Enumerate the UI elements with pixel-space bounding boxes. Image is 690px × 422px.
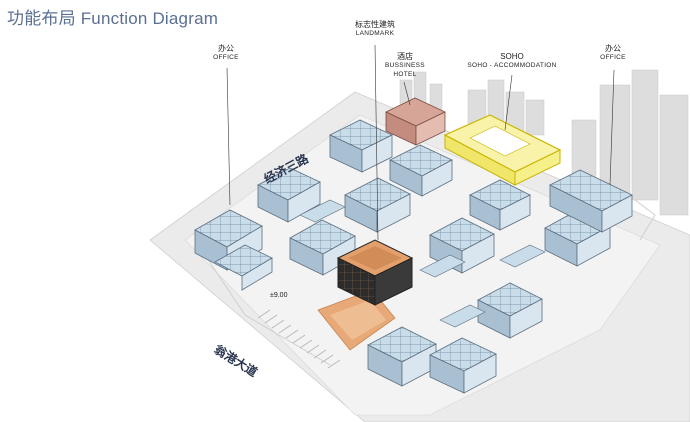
- label-landmark: 标志性建筑 LANDMARK: [355, 20, 395, 37]
- label-hotel: 酒店 BUSSINESS HOTEL: [385, 52, 425, 78]
- label-soho: SOHO SOHO - ACCOMMODATION: [467, 52, 557, 69]
- label-office-right: 办公 OFFICE: [600, 44, 626, 61]
- hotel-block: [385, 97, 446, 146]
- soho-block: [443, 114, 562, 186]
- leader-lines: [226, 44, 615, 241]
- office-blocks: [194, 119, 633, 394]
- label-office-left: 办公 OFFICE: [213, 44, 239, 61]
- elevation-marker: ±9.00: [270, 292, 288, 299]
- landmark-cube: [336, 239, 414, 306]
- page-title: 功能布局 Function Diagram: [7, 9, 219, 28]
- parking-stripes: [257, 309, 341, 369]
